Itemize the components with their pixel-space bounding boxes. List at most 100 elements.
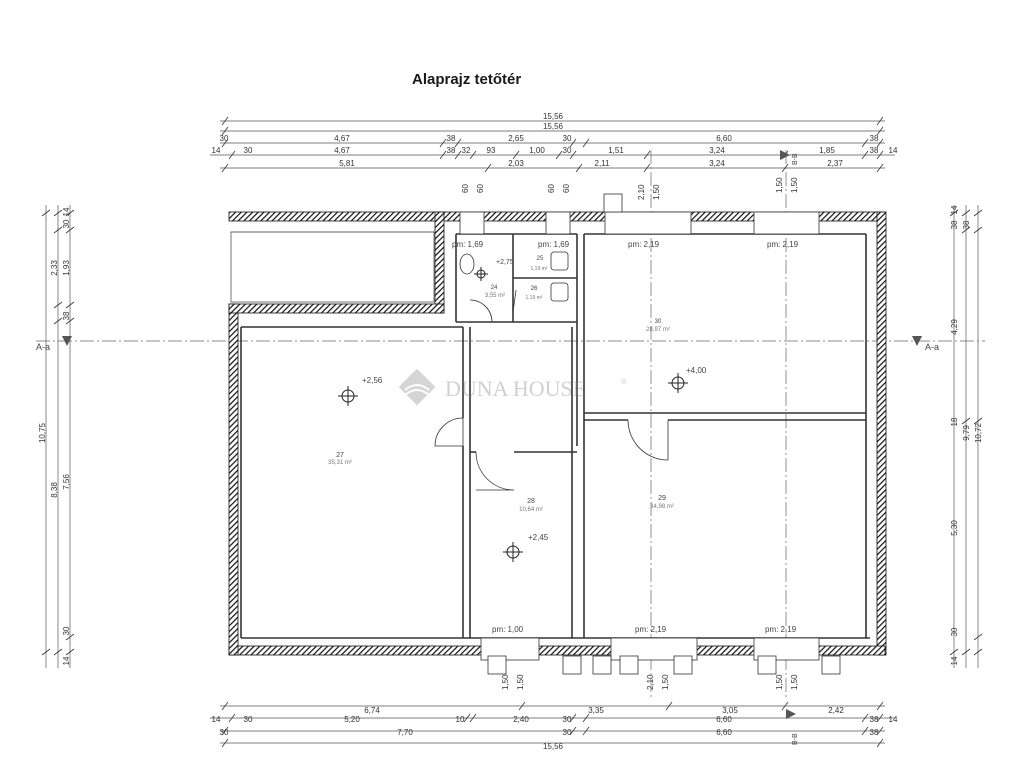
dim-bot-r2-8: 14 <box>889 715 898 724</box>
section-arrow-top-icon <box>780 150 790 160</box>
dim-top-r4-6: 1,00 <box>529 146 545 155</box>
open-bottom-2: 2,10 <box>646 674 655 690</box>
watermark-text: DUNA HOUSE <box>445 376 586 401</box>
level-marker-icon <box>668 373 688 393</box>
watermark: DUNA HOUSE ® <box>398 368 627 406</box>
section-arrow-right-icon <box>912 336 922 346</box>
dim-top-r4-10: 1,85 <box>819 146 835 155</box>
dim-bot-r1-2: 3,05 <box>722 706 738 715</box>
parapet-top-2: pm: 1,69 <box>538 240 570 249</box>
opening-dimensions: 60 60 60 60 2,10 1,50 1,50 1,50 1,50 1,5… <box>461 177 799 690</box>
room-30-level: +4,00 <box>686 366 707 375</box>
dim-bot-r3-1: 7,70 <box>397 728 413 737</box>
dim-bot-r2-4: 2,40 <box>513 715 529 724</box>
dim-top-r3-0: 30 <box>220 134 229 143</box>
dim-top-r4-11: 38 <box>870 146 879 155</box>
room-27-level: +2,56 <box>362 376 383 385</box>
top-dimensions: 15,56 15,56 30 4,67 38 2,65 30 6,60 38 1… <box>212 112 898 168</box>
open-top-3: 60 <box>562 184 571 193</box>
level-markers <box>338 267 688 562</box>
dim-top-r4-1: 30 <box>244 146 253 155</box>
open-bottom-0: 1,50 <box>501 674 510 690</box>
windows-bottom <box>480 637 841 675</box>
doors <box>434 289 669 491</box>
parapet-bottom-1: pm: 1,00 <box>492 625 524 634</box>
dim-bot-r3-4: 38 <box>870 728 879 737</box>
parapet-labels: pm: 1,69 pm: 1,69 pm: 2,19 pm: 2,19 pm: … <box>452 240 799 634</box>
room-30-number: 30 <box>655 319 662 325</box>
dim-left-9: 14 <box>62 656 71 665</box>
dim-top-overall-1: 15,56 <box>543 112 564 121</box>
parapet-top-3: pm: 2,19 <box>628 240 660 249</box>
open-top-6: 1,50 <box>775 177 784 193</box>
dim-top-r4-3: 38 <box>447 146 456 155</box>
dim-right-6: 10,72 <box>974 422 983 443</box>
room-29-area: 34,98 m² <box>650 504 674 510</box>
open-bottom-4: 1,50 <box>775 674 784 690</box>
partitions <box>240 233 870 639</box>
open-top-1: 60 <box>476 184 485 193</box>
dim-right-3: 4,29 <box>950 319 959 335</box>
dim-top-r3-6: 38 <box>870 134 879 143</box>
dim-top-r4-9: 3,24 <box>709 146 725 155</box>
section-marker-right: A-a <box>925 342 939 352</box>
dim-top-r5-2: 2,11 <box>595 159 611 168</box>
left-dimensions: 14 30 2,33 1,93 38 10,75 8,38 7,56 30 14 <box>38 207 71 665</box>
dim-top-r3-5: 6,60 <box>716 134 732 143</box>
dim-right-0: 14 <box>950 205 959 214</box>
room-26-number: 26 <box>531 286 538 292</box>
section-marker-left: A-a <box>36 342 50 352</box>
dim-bot-r1-0: 6,74 <box>364 706 380 715</box>
fixtures <box>459 251 569 302</box>
room-27-area: 35,31 m² <box>328 460 352 466</box>
dim-top-r5-3: 3,24 <box>709 159 725 168</box>
dim-top-r4-4: 32 <box>462 146 471 155</box>
dim-bot-r3-2: 30 <box>563 728 572 737</box>
room-27-number: 27 <box>336 452 344 459</box>
dim-right-2: 38 <box>962 220 971 229</box>
room-24-number: 24 <box>491 285 498 291</box>
room-25-area: 1,19 m² <box>531 266 548 272</box>
dim-left-4: 38 <box>62 311 71 320</box>
dim-bot-r2-7: 38 <box>870 715 879 724</box>
terrace-zone <box>230 231 435 303</box>
room-30-area: 28,97 m² <box>646 327 670 333</box>
parapet-top-1: pm: 1,69 <box>452 240 484 249</box>
windows-top <box>459 193 820 235</box>
room-28-level: +2,45 <box>528 533 549 542</box>
level-marker-icon <box>338 386 358 406</box>
dim-left-1: 30 <box>62 219 71 228</box>
dim-left-3: 1,93 <box>62 260 71 276</box>
open-top-2: 60 <box>547 184 556 193</box>
dim-top-r3-3: 2,65 <box>508 134 524 143</box>
dim-bot-r2-3: 10 <box>456 715 465 724</box>
dim-top-r5-1: 2,03 <box>508 159 524 168</box>
open-top-7: 1,50 <box>790 177 799 193</box>
open-top-4: 2,10 <box>637 184 646 200</box>
dim-bot-r1-3: 2,42 <box>828 706 844 715</box>
dim-right-7: 5,30 <box>950 520 959 536</box>
dim-top-r3-1: 4,67 <box>334 134 350 143</box>
dim-top-r5-0: 5,81 <box>339 159 355 168</box>
level-marker-icon <box>503 542 523 562</box>
dim-bot-r2-2: 5,20 <box>344 715 360 724</box>
dim-top-r4-12: 14 <box>889 146 898 155</box>
room-24-area: 3,55 m² <box>485 293 505 299</box>
plan-title: Alaprajz tetőtér <box>412 71 522 88</box>
parapet-bottom-2: pm: 2,19 <box>635 625 667 634</box>
section-arrow-bottom-icon <box>786 709 796 719</box>
dim-left-6: 8,38 <box>50 482 59 498</box>
open-bottom-3: 1,50 <box>661 674 670 690</box>
open-bottom-1: 1,50 <box>516 674 525 690</box>
room-28-number: 28 <box>527 498 535 505</box>
room-29-number: 29 <box>658 495 666 502</box>
section-lines <box>36 150 985 700</box>
dim-bot-overall: 15,56 <box>543 742 564 751</box>
dim-top-r4-0: 14 <box>212 146 221 155</box>
room-25-number: 25 <box>537 256 544 262</box>
dim-right-5: 9,79 <box>962 425 971 441</box>
dim-left-5: 10,75 <box>38 422 47 443</box>
parapet-bottom-3: pm: 2,19 <box>765 625 797 634</box>
section-label-top: B-B <box>792 153 799 165</box>
